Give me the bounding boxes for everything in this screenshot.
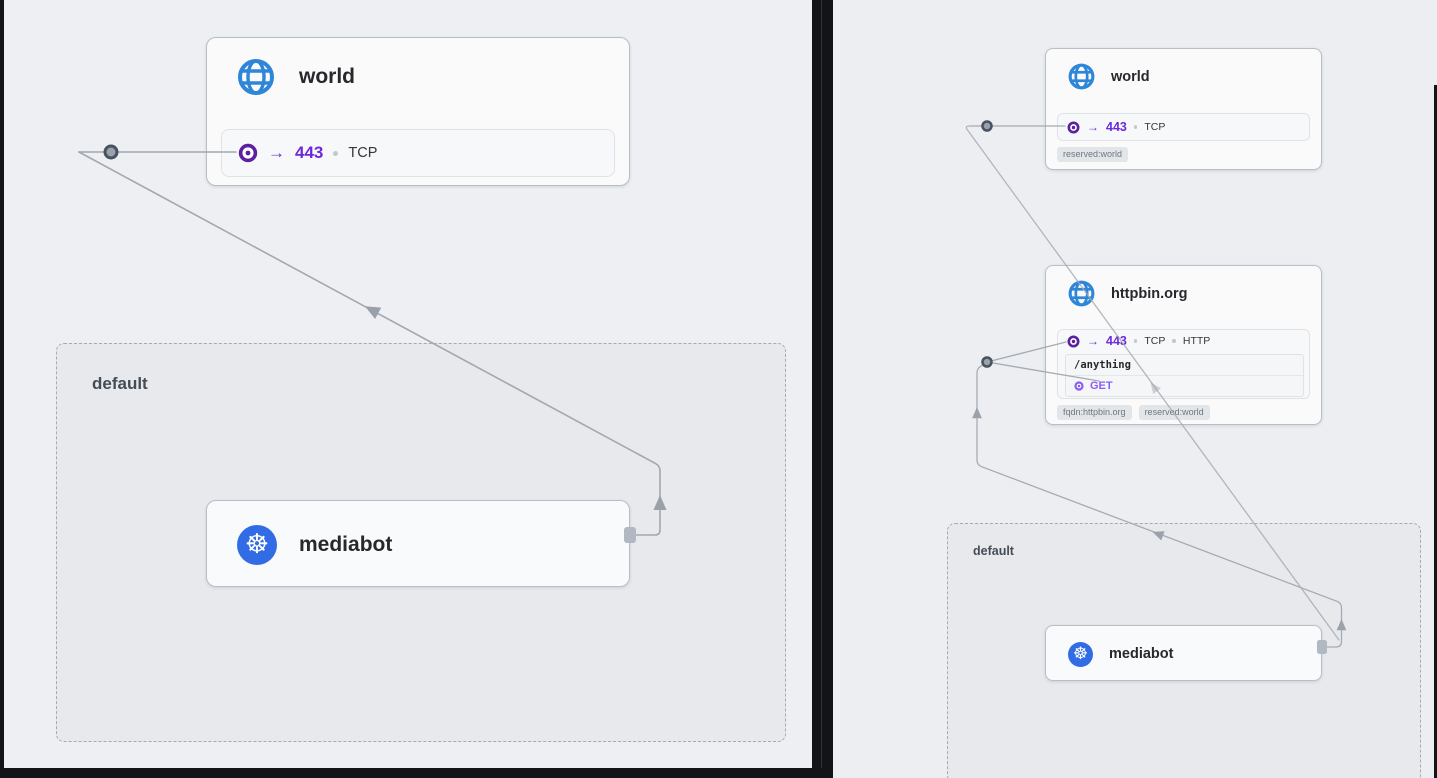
right-edge (1434, 0, 1437, 85)
protocol-label: TCP (1144, 335, 1166, 347)
junction-dot (981, 120, 993, 132)
access-point-icon (1067, 121, 1080, 134)
arrow-right-icon: → (268, 143, 285, 162)
globe-icon (1068, 280, 1095, 307)
edge-arrow (364, 306, 382, 320)
port-number: 443 (1106, 120, 1127, 134)
separator-dot (333, 150, 339, 156)
separator-dot (1172, 339, 1176, 343)
separator-dot (1133, 339, 1138, 343)
namespace-label: default (92, 374, 148, 393)
service-title: world (1111, 68, 1150, 85)
namespace-label: default (973, 544, 1014, 558)
service-card-mediabot[interactable]: ☸ mediabot (206, 500, 630, 587)
http-method: GET (1090, 380, 1113, 392)
service-title: world (299, 65, 355, 88)
service-map-right-panel: default world → 443 (833, 0, 1434, 778)
label-tag: reserved:world (1138, 405, 1210, 420)
service-map-left-panel: default world → 443 (4, 0, 812, 768)
service-card-mediabot[interactable]: ☸ mediabot (1045, 625, 1322, 681)
port-number: 443 (295, 143, 324, 162)
service-title: httpbin.org (1111, 285, 1188, 302)
protocol-label: TCP (348, 145, 378, 161)
http-endpoint-box: /anything GET (1065, 354, 1304, 397)
http-method-row[interactable]: GET (1066, 376, 1303, 396)
arrow-right-icon: → (1087, 334, 1099, 348)
service-card-world[interactable]: world → 443 TCP reserved:world (1045, 48, 1322, 170)
access-point-row-443[interactable]: → 443 TCP (221, 129, 615, 177)
access-point-row-443[interactable]: → 443 TCP (1057, 113, 1310, 141)
globe-icon (237, 58, 275, 96)
http-method-icon (1074, 381, 1084, 391)
access-point-icon (1067, 335, 1080, 348)
junction-dot (981, 356, 993, 368)
service-title: mediabot (299, 532, 393, 556)
http-path: /anything (1074, 359, 1131, 371)
service-card-httpbin[interactable]: httpbin.org → 443 TCP HTTP /anythi (1045, 265, 1322, 425)
label-tag: reserved:world (1057, 147, 1129, 162)
globe-icon (1068, 63, 1095, 90)
service-title: mediabot (1109, 646, 1174, 662)
junction-dot (103, 144, 119, 160)
arrow-right-icon: → (1087, 120, 1099, 134)
separator-dot (1133, 125, 1138, 129)
access-point-icon (238, 143, 258, 163)
window-divider (821, 0, 822, 768)
kubernetes-icon: ☸ (237, 524, 277, 565)
port-number: 443 (1106, 334, 1127, 348)
access-point-card-443[interactable]: → 443 TCP HTTP /anything (1057, 329, 1310, 399)
kubernetes-icon: ☸ (1068, 641, 1093, 667)
access-point-row-443[interactable]: → 443 TCP HTTP (1058, 330, 1309, 352)
http-path-row[interactable]: /anything (1066, 355, 1303, 376)
label-tag: fqdn:httpbin.org (1057, 405, 1132, 420)
service-card-world[interactable]: world → 443 TCP (206, 37, 630, 186)
protocol-label: HTTP (1182, 335, 1211, 347)
edge-arrow (972, 407, 982, 419)
protocol-label: TCP (1144, 121, 1166, 133)
